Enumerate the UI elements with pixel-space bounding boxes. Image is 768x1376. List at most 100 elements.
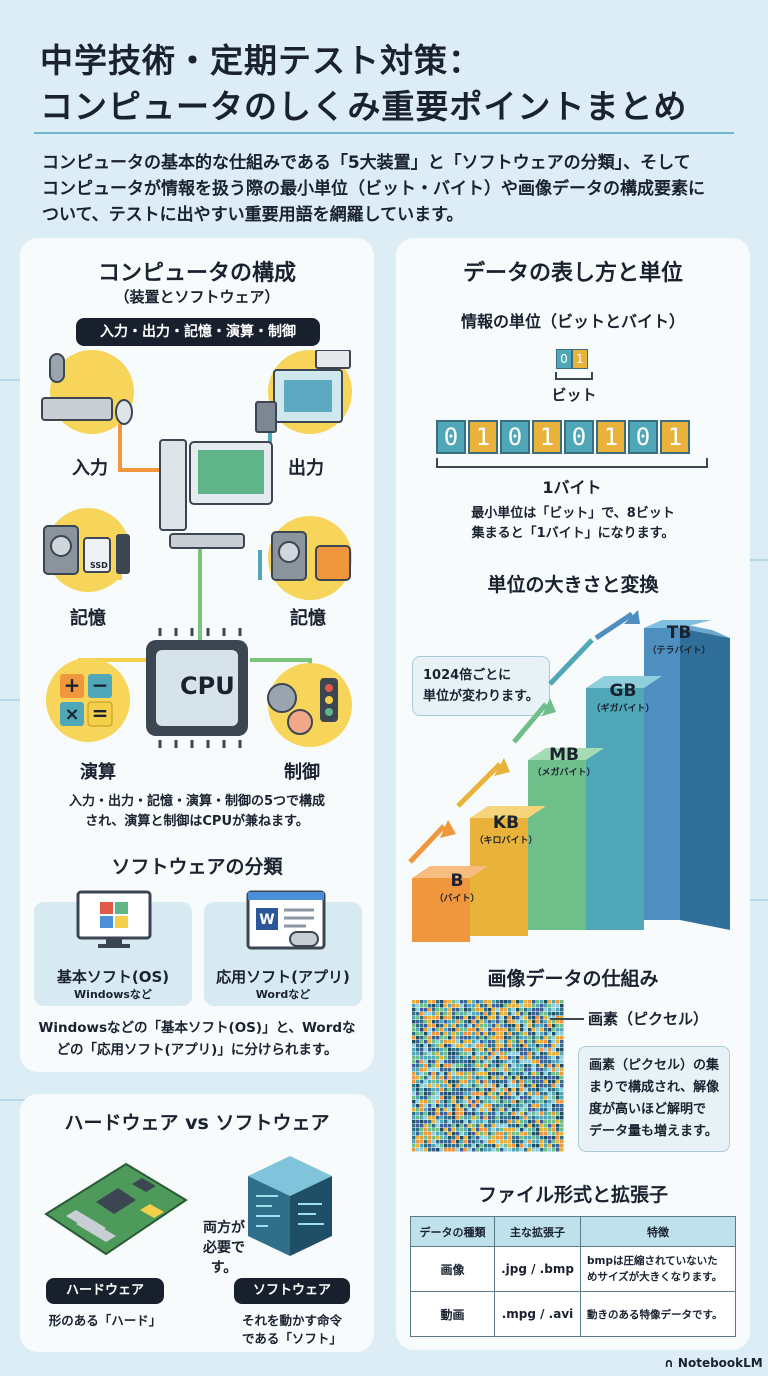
app-example: Wordなど [255, 988, 311, 1001]
equals-icon [87, 701, 113, 727]
plus-icon [60, 674, 84, 698]
byte-bit: 1 [468, 420, 498, 454]
tb-block-side [680, 628, 730, 930]
svg-text:=: = [92, 701, 109, 725]
mb-block [528, 760, 586, 930]
speaker-icon [255, 401, 277, 433]
pixel-note-line: まりで構成され、解像 [589, 1080, 720, 1095]
gamepad-icon [289, 931, 319, 947]
size-bubble: 1024倍ごとに 単位が変わります。 [412, 656, 550, 716]
bit-bracket [555, 372, 593, 380]
bit-cell: 1 [572, 349, 588, 369]
table-header-row: データの種類 主な拡張子 特徴 [410, 1216, 736, 1247]
software-note-line2: どの「応用ソフト(アプリ)」に分けられます。 [56, 1042, 338, 1058]
structure-note-line1: 入力・出力・記憶・演算・制御の5つで構成 [68, 794, 326, 809]
file-title: ファイル形式と拡張子 [477, 1184, 668, 1206]
structure-subtitle: （装置とソフトウェア） [114, 288, 280, 306]
both-needed-line2: 必要です。 [203, 1240, 245, 1276]
software-badge: ソフトウェア [234, 1278, 350, 1304]
step-mb-text: MB （メガバイト） [530, 746, 598, 782]
byte-bit: 1 [596, 420, 626, 454]
mouse-icon [115, 399, 133, 425]
step-tb-name: （テラバイト） [647, 646, 711, 656]
svg-text:−: − [92, 673, 109, 697]
step-tb-unit: TB [666, 623, 692, 643]
unit-staircase [408, 610, 730, 942]
size-bubble-line2: 単位が変わります。 [423, 689, 539, 704]
byte-bit: 0 [628, 420, 658, 454]
intro-text: コンピュータの基本的な仕組みである「5大装置」と「ソフトウェアの分類」、そして … [42, 150, 742, 228]
byte-label: 1バイト [542, 478, 602, 497]
table-cell: 画像 [410, 1246, 495, 1292]
brand-icon: ∩ [664, 1356, 678, 1370]
table-row: 画像 .jpg / .bmp bmpは圧縮されていないた めサイズが大きくなりま… [410, 1246, 736, 1292]
step-b-text: B （バイト） [428, 872, 486, 908]
microphone-icon [49, 353, 65, 383]
step-tb-text: TB （テラバイト） [644, 624, 714, 660]
motherboard-icon [44, 1162, 188, 1256]
svg-text:×: × [64, 704, 79, 725]
byte-bit: 0 [564, 420, 594, 454]
five-units-diagram: + − × = [41, 350, 352, 748]
units-title: 情報の単位（ビットとバイト） [460, 312, 685, 331]
control-label: 制御 [284, 762, 320, 783]
cpu-label: CPU [180, 672, 235, 700]
software-title: ソフトウェアの分類 [111, 856, 283, 878]
ssd-icon [83, 537, 111, 573]
b-block [412, 878, 470, 942]
table-cell: .jpg / .bmp [494, 1246, 581, 1292]
svg-text:+: + [64, 673, 81, 697]
minus-icon [88, 674, 112, 698]
table-cell-feature: bmpは圧縮されていないた めサイズが大きくなります。 [580, 1246, 736, 1292]
intro-line: ついて、テストに出やすい重要用語を網羅しています。 [42, 205, 464, 225]
brand-name: NotebookLM [677, 1356, 763, 1370]
usb-memory-icon [116, 534, 130, 574]
pixel-pointer-line [550, 1018, 584, 1020]
table-cell-feature: 動きのある特像データです。 [580, 1291, 736, 1337]
size-title: 単位の大きさと変換 [487, 574, 659, 596]
structure-title: コンピュータの構成 [97, 261, 296, 286]
output-label: 出力 [288, 458, 324, 479]
keyboard-icon [41, 397, 113, 421]
pc-tower-icon [159, 439, 187, 531]
storage-right-label: 記憶 [290, 608, 326, 629]
hw-sw-title: ハードウェア vs ソフトウェア [64, 1112, 330, 1134]
pixel-note: 画素（ピクセル）の集 まりで構成され、解像 度が高いほど解明で データ量も増えま… [578, 1046, 731, 1152]
gear-icon [267, 683, 297, 713]
structure-note-line2: され、演算と制御はCPUが兼ねます。 [85, 814, 309, 829]
byte-bit: 0 [500, 420, 530, 454]
file-format-table: データの種類 主な拡張子 特徴 画像 .jpg / .bmp bmpは圧縮されて… [410, 1216, 736, 1337]
times-icon [60, 702, 84, 726]
step-gb-unit: GB [609, 681, 637, 701]
kb-block [470, 818, 528, 936]
byte-bit: 1 [532, 420, 562, 454]
feature-line: めサイズが大きくなります。 [587, 1271, 723, 1283]
byte-note-line2: 集まると「1バイト」になります。 [471, 526, 675, 541]
title-divider [34, 132, 734, 134]
software-cube-icon [248, 1156, 332, 1256]
software-note-line1: Windowsなどの「基本ソフト(OS)」と、Wordな [38, 1020, 356, 1036]
word-document-icon: W [246, 890, 326, 950]
pixel-grid-image [412, 1000, 564, 1152]
external-drive-icon [315, 545, 351, 581]
data-title: データの表し方と単位 [462, 261, 683, 286]
page-title-line1: 中学技術・定期テスト対策： [40, 41, 482, 80]
table-cell: 動画 [410, 1291, 495, 1337]
pc-keyboard-icon [169, 533, 245, 549]
feature-line: 動きのある特像データです。 [587, 1308, 723, 1321]
byte-bit: 1 [660, 420, 690, 454]
table-header: 主な拡張子 [494, 1216, 581, 1247]
image-title: 画像データの仕組み [487, 968, 659, 990]
step-kb-unit: KB [492, 813, 520, 833]
hardware-desc: 形のある「ハード」 [48, 1313, 162, 1328]
table-header: 特徴 [580, 1216, 736, 1247]
table-header: データの種類 [410, 1216, 495, 1247]
bit-cell: 0 [556, 349, 572, 369]
step-mb-unit: MB [549, 745, 579, 765]
feature-line: bmpは圧縮されていないた [587, 1255, 718, 1267]
both-needed-text: 両方が 必要です。 [196, 1218, 252, 1278]
svg-text:W: W [259, 912, 274, 928]
brand-logo: ∩ NotebookLM [664, 1356, 763, 1370]
intro-line: コンピュータが情報を扱う際の最小単位（ビット・バイト）や画像データの構成要素に [42, 179, 705, 199]
